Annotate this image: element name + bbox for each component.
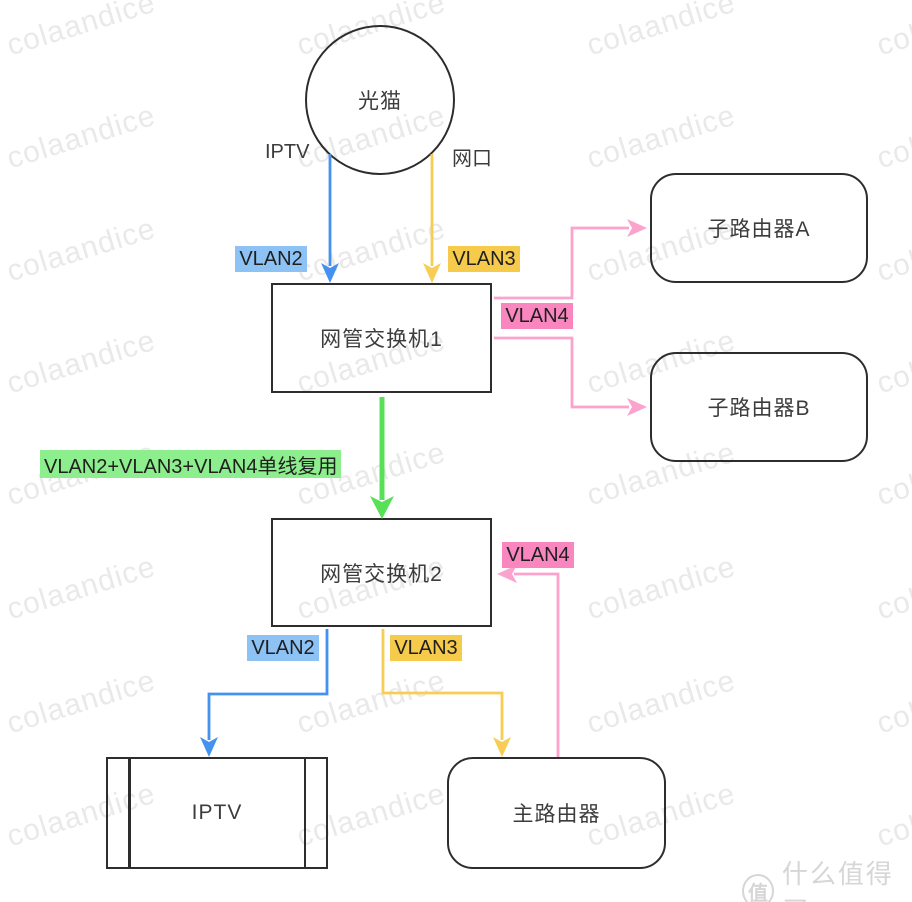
node-router-a-label: 子路由器A	[707, 218, 811, 241]
watermark-text: colaandice	[873, 549, 912, 627]
node-router-b-label: 子路由器B	[707, 397, 811, 420]
node-switch2-label: 网管交换机2	[320, 562, 443, 586]
node-iptv: IPTV	[106, 757, 328, 869]
node-router-b: 子路由器B	[650, 352, 868, 462]
watermark-text: colaandice	[293, 211, 450, 289]
iptv-right-bar	[303, 759, 306, 867]
node-switch1-label: 网管交换机1	[320, 328, 443, 351]
arrowhead-main-router	[493, 737, 511, 757]
brand-footer-label: 什么值得买	[781, 859, 894, 902]
watermark-text: colaandice	[873, 323, 912, 401]
node-switch2: 网管交换机2	[271, 518, 492, 627]
watermark-text: colaandice	[873, 98, 912, 176]
watermark-text: colaandice	[583, 663, 740, 741]
node-router-a: 子路由器A	[650, 173, 868, 283]
port-label-lan: 网口	[452, 148, 492, 170]
edge-main-router-switch2-vlan4	[514, 572, 560, 757]
node-main-router: 主路由器	[447, 757, 666, 869]
arrowhead-vlan2-top	[321, 263, 339, 283]
watermark-text: colaandice	[873, 663, 912, 741]
node-modem: 光猫	[305, 25, 455, 175]
watermark-text: colaandice	[873, 435, 912, 513]
brand-footer: 值 什么值得买	[742, 854, 912, 902]
edge-switch1-router-b-vlan4	[494, 336, 629, 409]
watermark-text: colaandice	[3, 98, 160, 176]
watermark-text: colaandice	[873, 211, 912, 289]
watermark-text: colaandice	[3, 549, 160, 627]
arrowhead-vlan3-top	[423, 263, 441, 283]
arrowhead-iptv	[200, 737, 218, 757]
arrowhead-trunk	[370, 496, 394, 519]
brand-badge-icon: 值	[742, 874, 774, 902]
watermark-text: colaandice	[293, 663, 450, 741]
chip-vlan2-bottom: VLAN2	[247, 635, 319, 661]
port-label-iptv: IPTV	[265, 141, 310, 163]
watermark-text: colaandice	[3, 323, 160, 401]
chip-vlan2-top: VLAN2	[235, 246, 307, 272]
chip-trunk: VLAN2+VLAN3+VLAN4单线复用	[40, 450, 342, 478]
watermark-text: colaandice	[583, 0, 740, 63]
watermark-text: colaandice	[3, 0, 160, 63]
chip-vlan3-bottom: VLAN3	[390, 635, 462, 661]
watermark-text: colaandice	[873, 776, 912, 854]
chip-vlan4-right: VLAN4	[501, 303, 573, 329]
node-main-router-label: 主路由器	[512, 803, 601, 826]
node-iptv-label: IPTV	[191, 801, 243, 824]
watermark-text: colaandice	[3, 211, 160, 289]
watermark-text: colaandice	[583, 549, 740, 627]
watermark-text: colaandice	[583, 98, 740, 176]
arrowhead-router-b	[627, 398, 647, 416]
iptv-left-bar	[128, 759, 131, 867]
watermark-text: colaandice	[873, 0, 912, 63]
node-switch1: 网管交换机1	[271, 283, 492, 393]
node-modem-label: 光猫	[358, 90, 402, 113]
arrowhead-router-a	[627, 219, 647, 237]
watermark-text: colaandice	[3, 663, 160, 741]
chip-vlan4-mid: VLAN4	[502, 542, 574, 568]
chip-vlan3-top: VLAN3	[448, 246, 520, 272]
